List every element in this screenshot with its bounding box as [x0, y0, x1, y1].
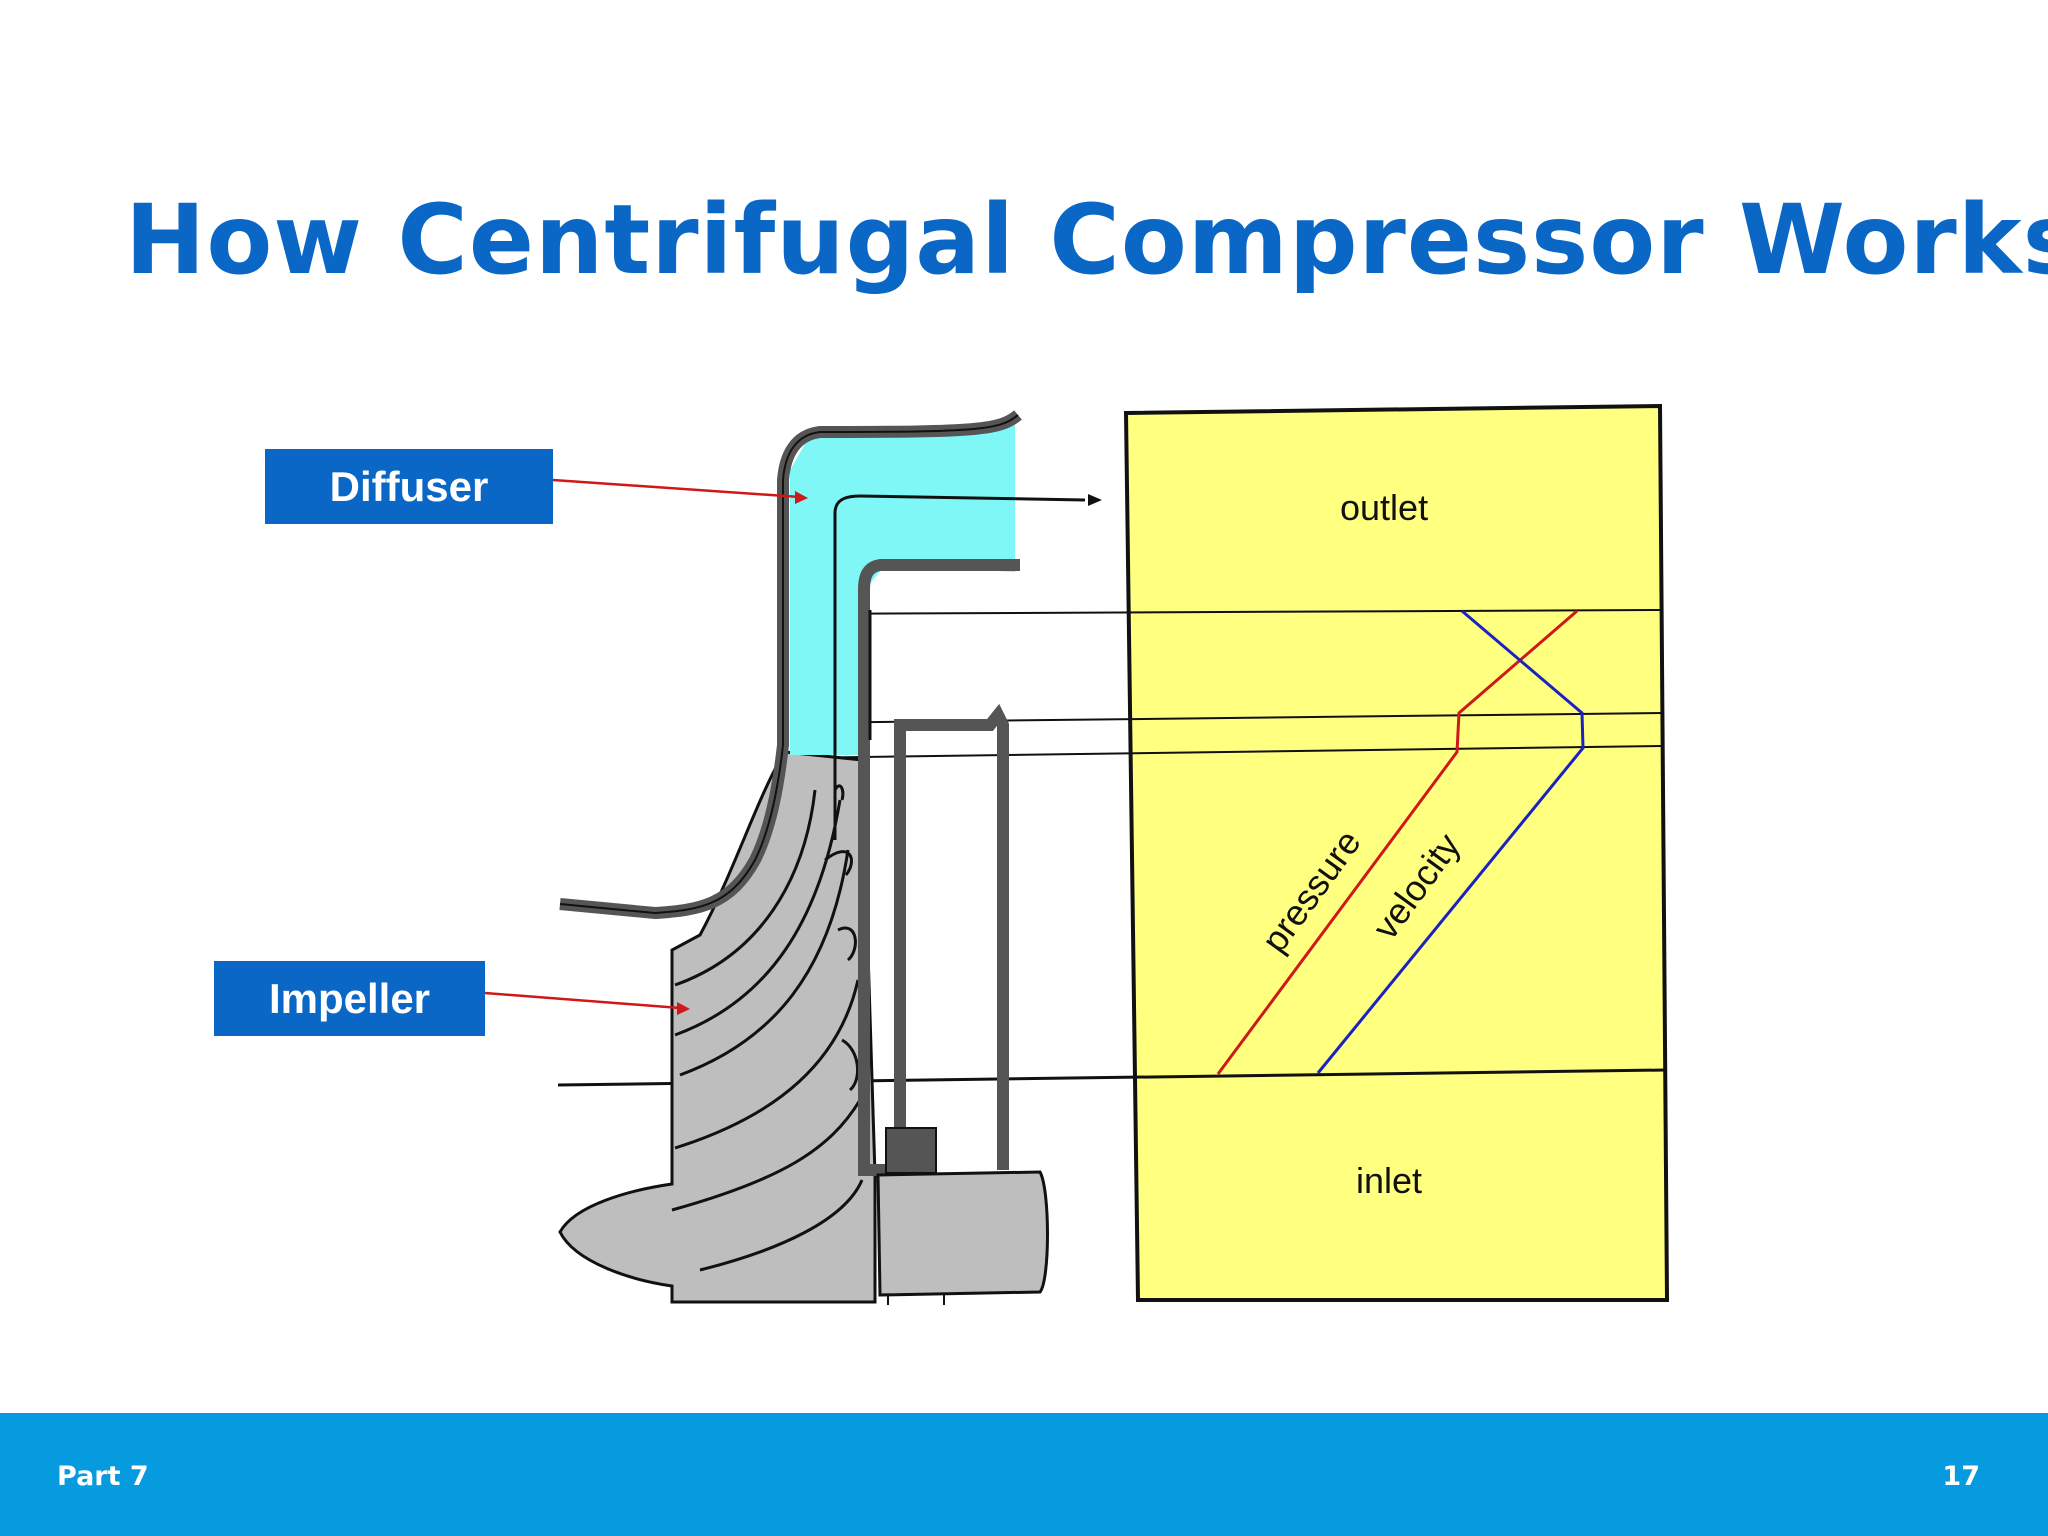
- impeller-body: [558, 750, 877, 1304]
- shaft-seal-block: [885, 1127, 937, 1174]
- impeller-blades: [671, 784, 864, 1272]
- slide-title: How Centrifugal Compressor Works?: [125, 184, 2048, 296]
- impeller-leader-line: [484, 991, 681, 1010]
- page-number: 17: [1942, 1461, 1980, 1492]
- compressor-cross-section: [558, 410, 1102, 1305]
- footer-section-label: Part 7: [57, 1461, 149, 1492]
- pressure-line: [1216, 609, 1578, 1075]
- diffuser-passage: [790, 423, 1015, 755]
- profile-panel: outlet inlet pressure velocity: [557, 403, 1670, 1302]
- diffuser-bottom-line: [789, 745, 1664, 759]
- velocity-line: [1316, 609, 1585, 1074]
- inlet-label: inlet: [1356, 1160, 1422, 1201]
- flow-arrowhead: [1088, 494, 1102, 506]
- diffuser-inner-wall: [858, 559, 1020, 1176]
- diffuser-callout: Diffuser: [265, 449, 553, 524]
- flow-path-arrow: [833, 494, 1086, 840]
- footer-bar: Part 7 17: [0, 1413, 2048, 1536]
- impeller-callout: Impeller: [214, 961, 485, 1036]
- outlet-boundary-line: [789, 609, 1664, 615]
- shaft-housing: [876, 1170, 1049, 1297]
- diffuser-outer-wall-edge: [559, 414, 1019, 915]
- diffuser-leader-line: [552, 478, 801, 499]
- outlet-label: outlet: [1340, 487, 1428, 528]
- compressor-diagram: outlet inlet pressure velocity: [484, 403, 1670, 1305]
